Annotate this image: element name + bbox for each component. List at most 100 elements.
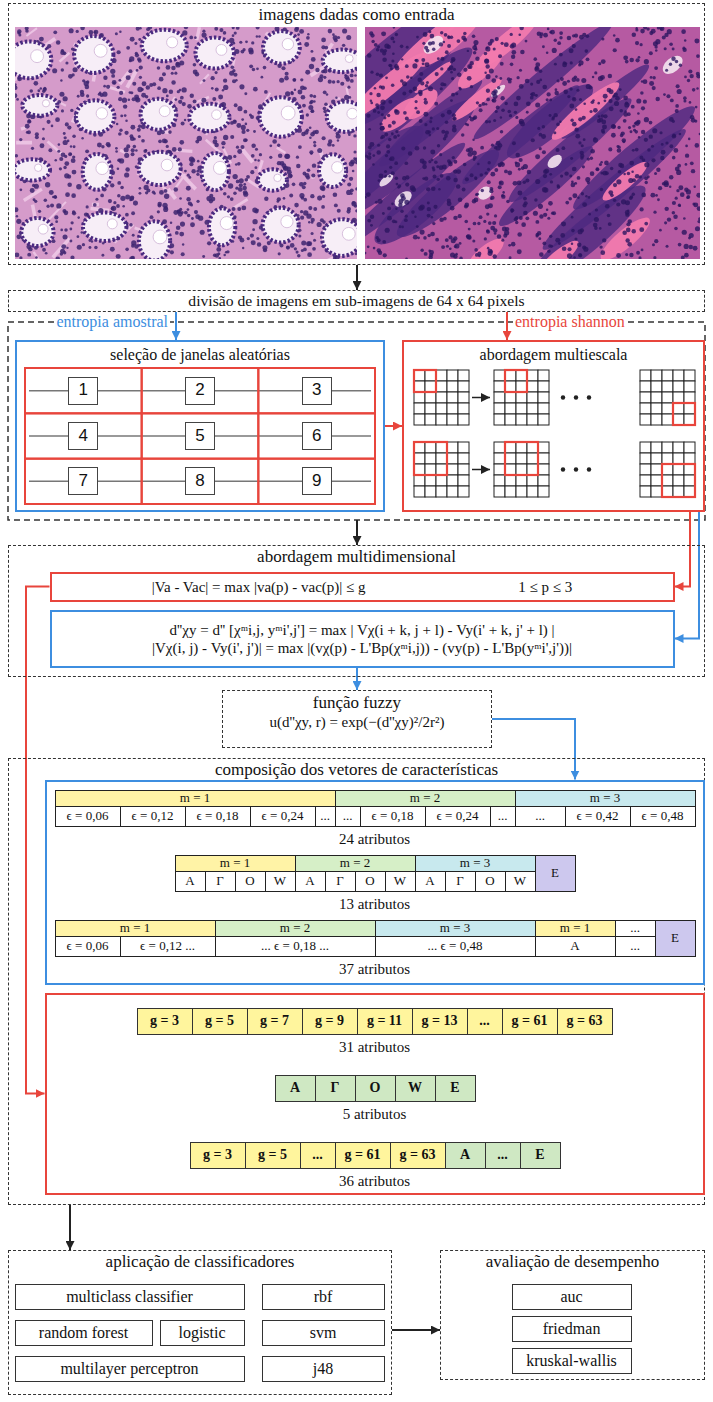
cell-nucleus <box>461 133 465 137</box>
cell-nucleus <box>423 236 427 240</box>
gland <box>74 36 113 73</box>
cell-nucleus <box>242 186 247 191</box>
cell-nucleus <box>531 138 535 142</box>
cell-nucleus <box>486 89 490 93</box>
cell-nucleus <box>495 37 499 41</box>
cell-nucleus <box>641 193 646 198</box>
cell-nucleus <box>63 140 68 145</box>
cell-nucleus <box>696 193 700 198</box>
cell-nucleus <box>690 161 694 165</box>
cell-nucleus <box>556 123 560 127</box>
cell-nucleus <box>681 256 685 259</box>
goblet-cell <box>107 219 117 229</box>
cell-nucleus <box>190 222 195 227</box>
cell-nucleus <box>309 94 313 98</box>
cell-nucleus <box>598 62 601 65</box>
cell-nucleus <box>500 130 503 133</box>
cell-nucleus <box>473 40 478 45</box>
cell-nucleus <box>251 144 256 149</box>
cell-nucleus <box>293 78 296 81</box>
cell-nucleus <box>103 85 106 88</box>
cell-nucleus <box>630 195 634 199</box>
cell-nucleus <box>510 33 513 36</box>
cell-nucleus <box>542 125 545 128</box>
cell-nucleus <box>519 27 523 30</box>
cell-nucleus <box>157 66 161 70</box>
cell-nucleus <box>29 89 33 93</box>
cell-nucleus <box>534 67 539 72</box>
cell-nucleus <box>64 161 69 166</box>
cell-nucleus <box>679 133 682 136</box>
cell-nucleus <box>657 27 660 30</box>
cell-nucleus <box>667 217 671 221</box>
cell-nucleus <box>223 85 228 90</box>
cell-nucleus <box>112 80 117 85</box>
cell-nucleus <box>249 114 252 117</box>
cell-nucleus <box>696 87 699 90</box>
cell-nucleus <box>450 99 453 102</box>
cell-nucleus <box>370 215 374 219</box>
cell-nucleus <box>256 27 260 29</box>
cell-nucleus <box>644 176 648 180</box>
cell-nucleus <box>311 232 314 235</box>
cell-nucleus <box>546 209 548 211</box>
cell-nucleus <box>163 207 168 212</box>
cell-nucleus <box>201 98 206 103</box>
cell-nucleus <box>303 172 307 176</box>
cell-nucleus <box>456 169 461 174</box>
cell-nucleus <box>129 223 133 227</box>
cell-nucleus <box>562 246 567 251</box>
cell-nucleus <box>296 156 299 159</box>
cell-nucleus <box>311 218 315 222</box>
cell-nucleus <box>391 171 395 175</box>
cell-nucleus <box>181 121 185 125</box>
cell-nucleus <box>355 252 357 255</box>
cell-nucleus <box>531 92 535 96</box>
cell-nucleus <box>513 181 518 186</box>
cell-nucleus <box>310 100 314 104</box>
cell-nucleus <box>145 149 148 152</box>
cell-nucleus <box>64 228 67 231</box>
cell-nucleus <box>76 184 81 189</box>
cell-nucleus <box>491 91 496 96</box>
gland <box>322 219 357 256</box>
cell-nucleus <box>55 220 58 223</box>
cell-nucleus <box>395 130 398 133</box>
cell-nucleus <box>350 79 354 83</box>
cell-nucleus <box>178 100 182 104</box>
cell-nucleus <box>517 249 522 254</box>
cell-nucleus <box>628 126 631 129</box>
cell-nucleus <box>302 185 306 189</box>
cell-nucleus <box>415 146 420 151</box>
cell-nucleus <box>385 228 390 233</box>
cell-nucleus <box>441 113 445 117</box>
cell-nucleus <box>300 210 303 213</box>
cell-nucleus <box>556 79 559 82</box>
cell-nucleus <box>243 183 246 186</box>
cell-nucleus <box>691 169 695 173</box>
cell-nucleus <box>370 71 373 74</box>
cell-nucleus <box>644 222 648 226</box>
cell-nucleus <box>322 136 326 140</box>
cell-nucleus <box>251 154 255 158</box>
cell-nucleus <box>377 144 380 147</box>
gland <box>139 221 170 259</box>
cell-nucleus <box>307 252 312 257</box>
cell-nucleus <box>548 201 553 206</box>
cell-nucleus <box>567 36 572 41</box>
cell-nucleus <box>559 53 563 57</box>
cell-nucleus <box>556 148 560 152</box>
cell-nucleus <box>485 64 489 68</box>
cell-nucleus <box>335 96 338 99</box>
cell-nucleus <box>350 192 353 195</box>
cell-nucleus <box>374 43 378 47</box>
cell-nucleus <box>639 175 642 178</box>
cell-nucleus <box>254 159 256 161</box>
cell-nucleus <box>440 174 444 178</box>
cell-nucleus <box>317 148 322 153</box>
cell-nucleus <box>232 207 236 211</box>
cell-nucleus <box>371 40 374 43</box>
cell-nucleus <box>240 238 245 243</box>
cell-nucleus <box>101 145 104 148</box>
cell-nucleus <box>212 97 216 101</box>
